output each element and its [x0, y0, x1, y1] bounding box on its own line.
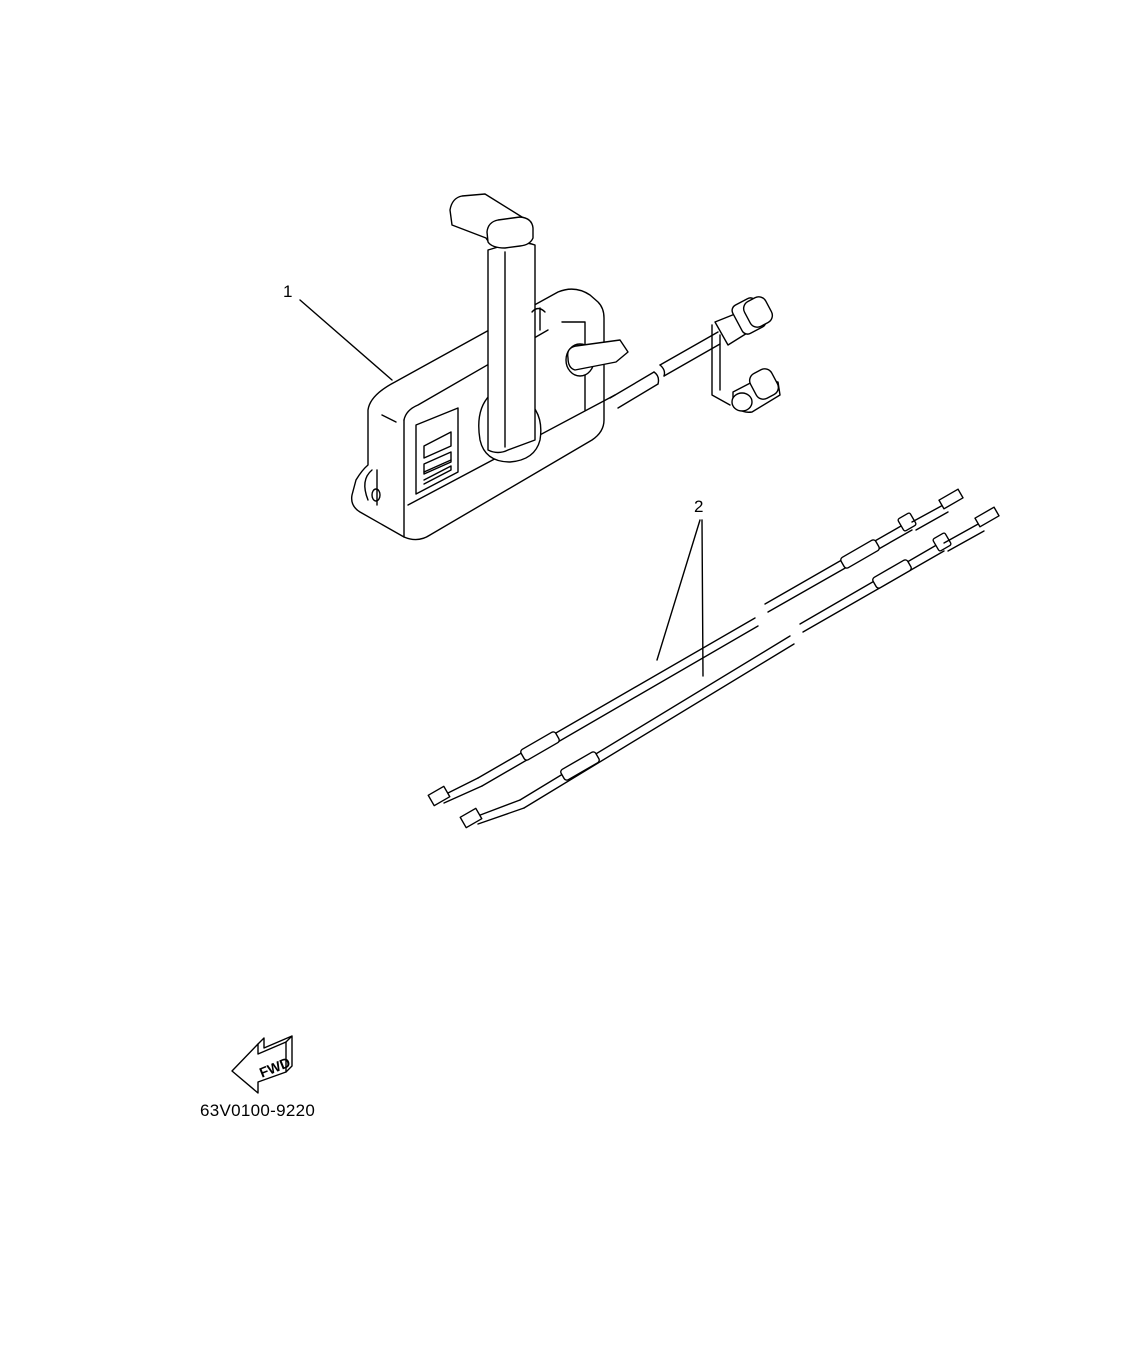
leader-line-2a: [656, 519, 701, 661]
leader-line-2b: [701, 519, 704, 677]
leader-line-1: [299, 299, 393, 381]
control-cable-lower: [459, 506, 1000, 829]
callout-2: 2: [694, 497, 704, 516]
remote-control-box: [350, 193, 781, 541]
diagram-code: 63V0100-9220: [200, 1101, 316, 1120]
control-cable-upper: [427, 488, 964, 807]
arrow-left-icon: FWD: [231, 1035, 293, 1094]
callout-1: 1: [283, 282, 293, 301]
